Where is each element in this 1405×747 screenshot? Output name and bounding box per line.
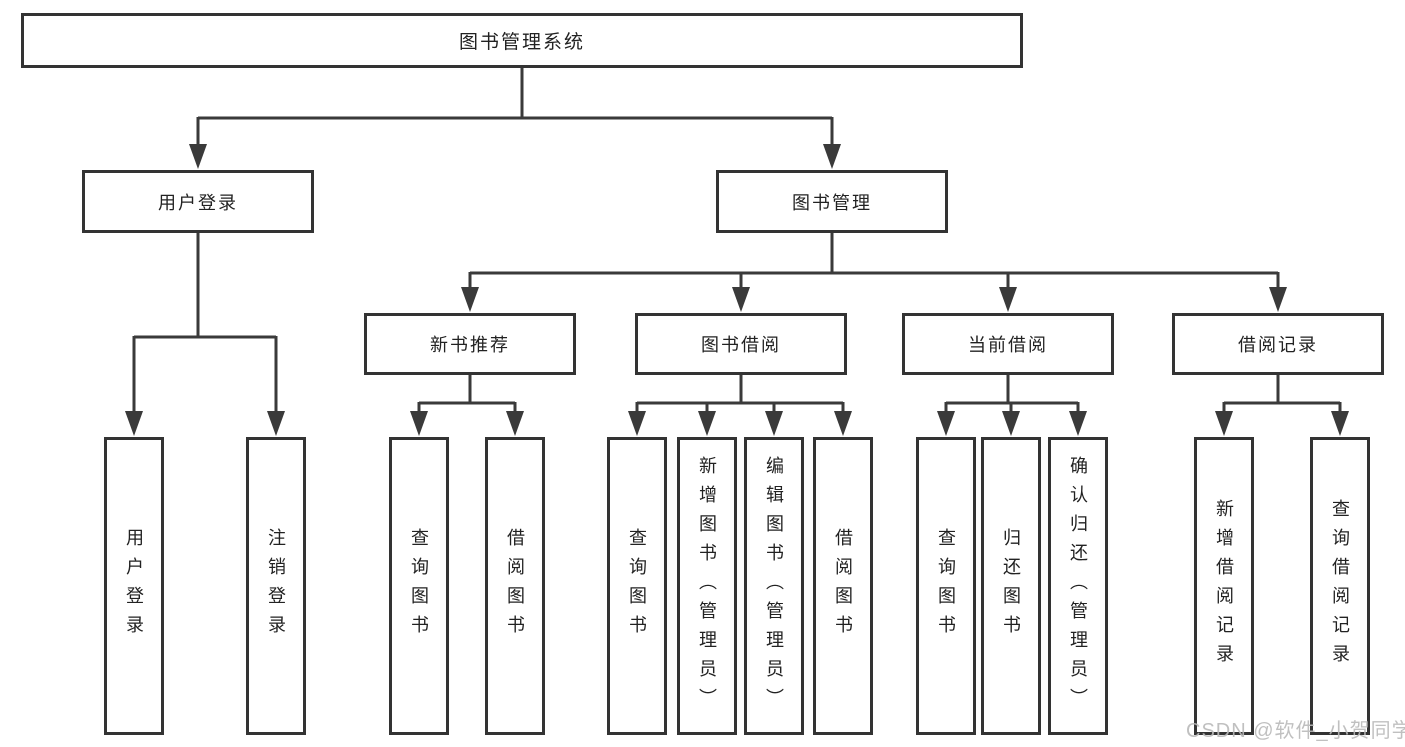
leaf-borrowing-query-books: 查询图书 xyxy=(607,437,667,735)
node-current-borrowing: 当前借阅 xyxy=(902,313,1114,375)
leaf-records-add-record: 新增借阅记录 xyxy=(1194,437,1254,735)
connector-root-to-level2 xyxy=(189,68,841,169)
connector-borrow-children xyxy=(628,374,852,436)
node-library-system: 图书管理系统 xyxy=(21,13,1023,68)
connector-records-children xyxy=(1215,374,1349,436)
leaf-logout: 注销登录 xyxy=(246,437,306,735)
node-user-login: 用户登录 xyxy=(82,170,314,233)
leaf-borrowing-borrow-books: 借阅图书 xyxy=(813,437,873,735)
connector-recommend-children xyxy=(410,374,524,436)
leaf-recommend-query-books: 查询图书 xyxy=(389,437,449,735)
leaf-user-login: 用户登录 xyxy=(104,437,164,735)
leaf-current-query-books: 查询图书 xyxy=(916,437,976,735)
connector-bookmgmt-children xyxy=(461,232,1287,312)
leaf-current-confirm-return-admin: 确认归还（管理员） xyxy=(1048,437,1108,735)
connector-userlogin-children xyxy=(125,232,285,436)
leaf-borrowing-add-books-admin: 新增图书（管理员） xyxy=(677,437,737,735)
node-borrowing-records: 借阅记录 xyxy=(1172,313,1384,375)
node-book-management: 图书管理 xyxy=(716,170,948,233)
leaf-recommend-borrow-books: 借阅图书 xyxy=(485,437,545,735)
leaf-records-query-record: 查询借阅记录 xyxy=(1310,437,1370,735)
csdn-watermark: CSDN @软件_小贺同学 xyxy=(1186,720,1405,742)
node-book-borrowing: 图书借阅 xyxy=(635,313,847,375)
leaf-current-return-books: 归还图书 xyxy=(981,437,1041,735)
node-new-book-recommendation: 新书推荐 xyxy=(364,313,576,375)
leaf-borrowing-edit-books-admin: 编辑图书（管理员） xyxy=(744,437,804,735)
connector-current-children xyxy=(937,374,1087,436)
